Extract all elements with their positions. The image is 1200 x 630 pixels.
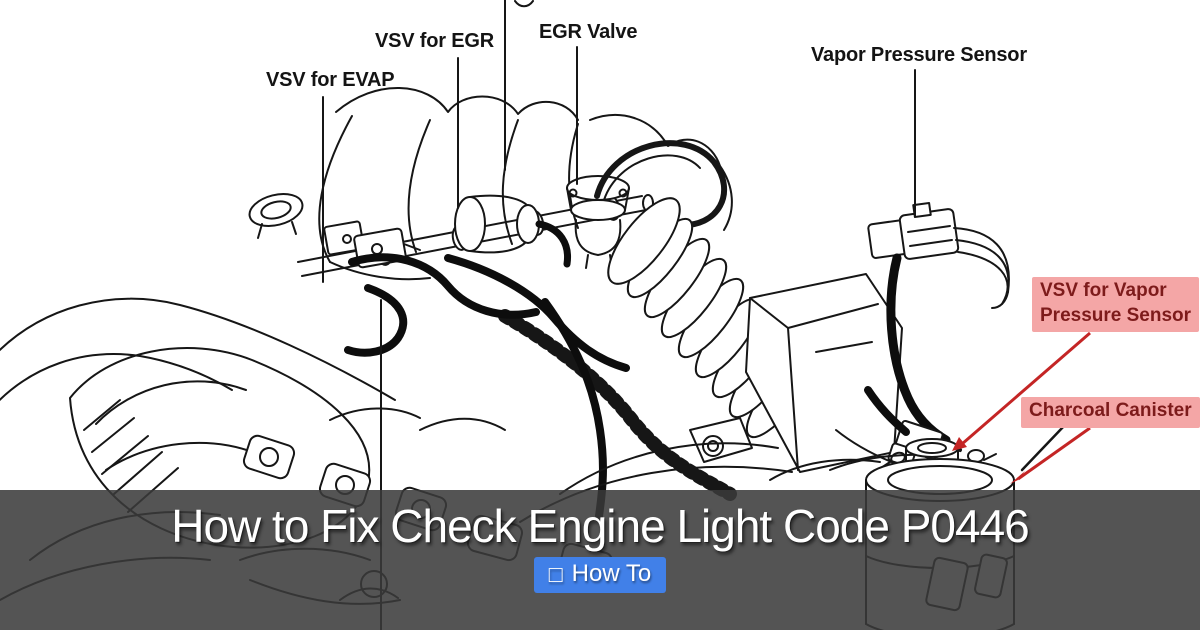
- howto-badge[interactable]: □ How To: [533, 557, 667, 594]
- label-vsv-egr: VSV for EGR: [375, 30, 494, 52]
- charcoal-canister-arrow: [1017, 426, 1091, 481]
- vacuum-hoses-drawing: [344, 220, 630, 520]
- label-vapor-pressure-sensor: Vapor Pressure Sensor: [811, 44, 1027, 66]
- air-cleaner-box-drawing: [745, 273, 903, 473]
- bracket-bolt-drawing: [519, 417, 793, 523]
- label-vsv-evap: VSV for EVAP: [266, 69, 395, 91]
- highlight-arrows: [952, 331, 1091, 484]
- page-title: How to Fix Check Engine Light Code P0446: [171, 500, 1030, 552]
- vsv-vapor-arrowhead: [952, 437, 967, 451]
- highlight-label-charcoal-canister: Charcoal Canister: [1021, 397, 1200, 428]
- charcoal-canister-arrowhead: [1010, 471, 1025, 484]
- title-banner: How to Fix Check Engine Light Code P0446…: [0, 490, 1200, 630]
- cropped-top-text-fragment: [514, 0, 534, 8]
- highlight-label-vsv-vapor-line1: VSV for Vapor: [1040, 280, 1167, 301]
- label-egr-valve: EGR Valve: [539, 21, 638, 43]
- highlight-label-vsv-vapor-line2: Pressure Sensor: [1040, 304, 1192, 326]
- vsv-egr-drawing: [454, 194, 540, 254]
- harness-loop-drawing: [594, 140, 728, 229]
- intake-manifold-drawing: [318, 87, 733, 281]
- striped-loom-drawing: [497, 308, 738, 502]
- howto-badge-label: How To: [571, 560, 652, 588]
- vsv-vapor-arrow: [961, 331, 1091, 446]
- highlight-label-vsv-vapor: VSV for Vapor Pressure Sensor: [1032, 277, 1200, 333]
- missing-glyph-icon: □: [548, 560, 563, 587]
- charcoal-canister-leader-line: [1020, 424, 1066, 472]
